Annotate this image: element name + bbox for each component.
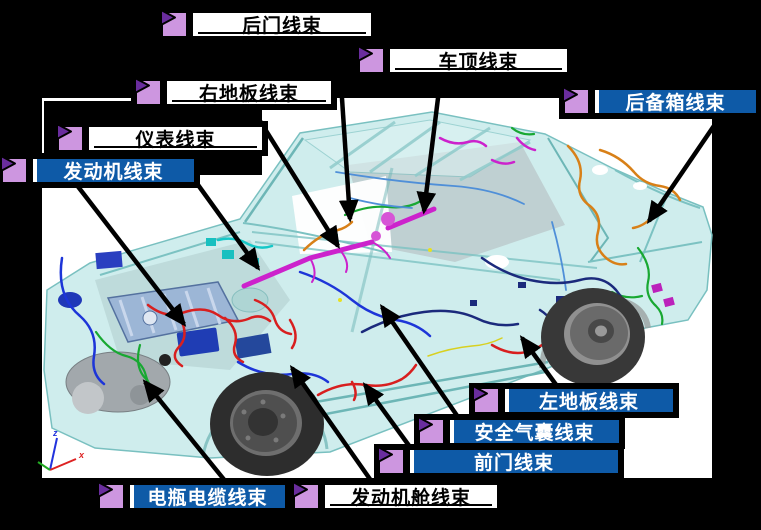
label-airbag: 安全气囊线束 xyxy=(448,418,621,445)
label-right-floor: 右地板线束 xyxy=(165,79,333,106)
label-text: 前门线束 xyxy=(473,453,554,474)
label-battery-cable: 电瓶电缆线束 xyxy=(128,483,287,510)
label-instrument: 仪表线束 xyxy=(87,125,264,152)
axis-triad: z x xyxy=(37,428,85,471)
label-rear-door: 后门线束 xyxy=(191,11,373,38)
play-triangle-icon xyxy=(97,481,125,510)
arrow-engine-bay xyxy=(289,365,374,484)
arrow-engine xyxy=(74,182,187,327)
label-engine-bay: 发动机舱线束 xyxy=(323,483,499,510)
callout-engine: 发动机线束 xyxy=(0,153,200,188)
callout-instrument: 仪表线束 xyxy=(53,121,268,156)
play-triangle-icon xyxy=(357,45,385,74)
play-triangle-icon xyxy=(417,416,445,445)
label-left-floor: 左地板线束 xyxy=(503,387,675,414)
label-text: 电瓶电缆线束 xyxy=(147,488,268,509)
callout-battery-cable: 电瓶电缆线束 xyxy=(94,479,291,514)
arrow-battery-cable xyxy=(142,379,228,484)
arrow-roof xyxy=(416,73,444,215)
callout-front-door: 前门线束 xyxy=(374,444,624,479)
label-trunk: 后备箱线束 xyxy=(593,88,758,115)
label-text: 后门线束 xyxy=(241,16,322,37)
callout-left-floor: 左地板线束 xyxy=(469,383,679,418)
label-engine: 发动机线束 xyxy=(31,157,196,184)
callout-right-floor: 右地板线束 xyxy=(131,75,337,110)
rear-wheel xyxy=(541,288,645,386)
play-triangle-icon xyxy=(292,481,320,510)
label-front-door: 前门线束 xyxy=(408,448,620,475)
callout-trunk: 后备箱线束 xyxy=(559,84,761,119)
arrow-rear-door xyxy=(335,37,359,223)
label-text: 仪表线束 xyxy=(135,130,216,151)
play-triangle-icon xyxy=(56,123,84,152)
label-text: 后备箱线束 xyxy=(625,93,726,114)
play-triangle-icon xyxy=(472,385,500,414)
callout-roof: 车顶线束 xyxy=(354,43,573,78)
play-triangle-icon xyxy=(160,9,188,38)
label-text: 车顶线束 xyxy=(438,52,519,73)
label-text: 发动机线束 xyxy=(63,162,164,183)
label-text: 安全气囊线束 xyxy=(474,423,595,444)
play-triangle-icon xyxy=(134,77,162,106)
arrow-front-door xyxy=(362,382,412,449)
arrow-trunk xyxy=(646,115,722,224)
play-triangle-icon xyxy=(377,446,405,475)
front-wheel xyxy=(210,372,324,476)
x-axis-label: x xyxy=(78,450,85,460)
arrow-airbag xyxy=(379,304,460,419)
callout-engine-bay: 发动机舱线束 xyxy=(289,479,503,514)
label-roof: 车顶线束 xyxy=(388,47,569,74)
play-triangle-icon xyxy=(0,155,28,184)
arrow-left-floor xyxy=(519,335,559,388)
label-text: 右地板线束 xyxy=(198,84,299,105)
play-triangle-icon xyxy=(562,86,590,115)
label-text: 左地板线束 xyxy=(538,392,639,413)
callout-rear-door: 后门线束 xyxy=(157,7,377,42)
label-text: 发动机舱线束 xyxy=(350,488,471,509)
wiring-harnesses xyxy=(59,126,682,403)
z-axis-label: z xyxy=(52,428,58,438)
